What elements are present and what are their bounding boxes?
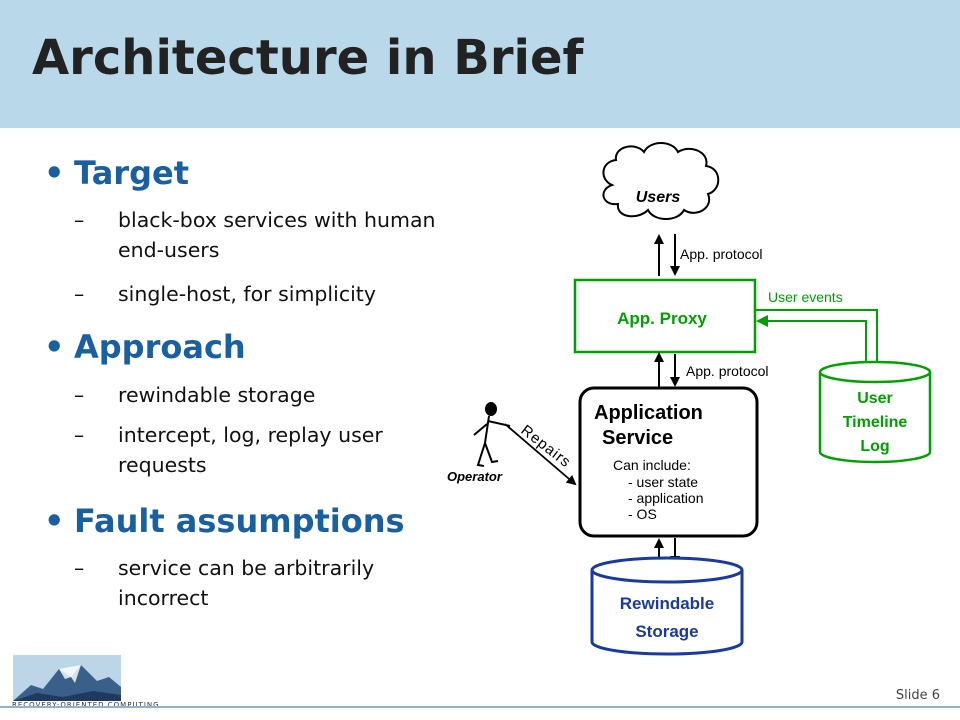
bullet-heading-target: •Target xyxy=(44,154,189,192)
include-item: - application xyxy=(628,490,704,506)
service-title-line1: Application xyxy=(594,402,703,424)
slide-title: Architecture in Brief xyxy=(32,30,584,86)
app-proxy-label: App. Proxy xyxy=(617,309,707,328)
include-item: - OS xyxy=(628,506,657,522)
application-service-box xyxy=(578,386,759,538)
svg-text:Log: Log xyxy=(860,438,889,455)
include-item: - user state xyxy=(628,474,698,490)
bullet-item: –rewindable storage xyxy=(74,383,316,407)
service-title-line2: Service xyxy=(602,427,673,449)
bullet-heading-approach: •Approach xyxy=(44,328,246,366)
title-bar xyxy=(0,0,960,128)
bullet-item: –intercept, log, replay user requests xyxy=(74,423,383,477)
users-cloud: Users xyxy=(602,142,720,220)
app-protocol-bottom-label: App. protocol xyxy=(686,363,769,379)
logo-text: RECOVERY-ORIENTED COMPUTING xyxy=(12,701,160,709)
repairs-label: Repairs xyxy=(518,422,575,472)
users-label: Users xyxy=(636,189,681,206)
slide-number: Slide 6 xyxy=(895,688,940,703)
svg-text:Storage: Storage xyxy=(635,622,698,641)
operator-label: Operator xyxy=(447,469,503,484)
user-events-label: User events xyxy=(768,289,843,305)
operator-figure xyxy=(473,402,511,467)
repairs-arrow xyxy=(504,423,577,486)
svg-text:User: User xyxy=(857,390,893,407)
rewindable-storage-cylinder: Rewindable Storage xyxy=(590,556,744,656)
roc-logo xyxy=(13,655,121,701)
bullet-item: –service can be arbitrarily incorrect xyxy=(74,556,375,610)
bullet-item: –single-host, for simplicity xyxy=(74,282,376,306)
svg-text:Rewindable: Rewindable xyxy=(620,594,714,613)
arrow-proxy-to-log xyxy=(756,309,883,374)
bullet-item: –black-box services with human end-users xyxy=(74,208,436,262)
footer-divider xyxy=(0,706,960,708)
arrow-log-to-proxy xyxy=(756,315,867,373)
bullet-heading-fault-assumptions: •Fault assumptions xyxy=(44,502,405,540)
svg-text:Timeline: Timeline xyxy=(843,414,908,431)
can-include-label: Can include: xyxy=(613,457,691,473)
app-proxy-box xyxy=(573,278,757,354)
user-timeline-log-cylinder: User Timeline Log xyxy=(818,360,932,464)
app-protocol-top-label: App. protocol xyxy=(680,246,763,262)
